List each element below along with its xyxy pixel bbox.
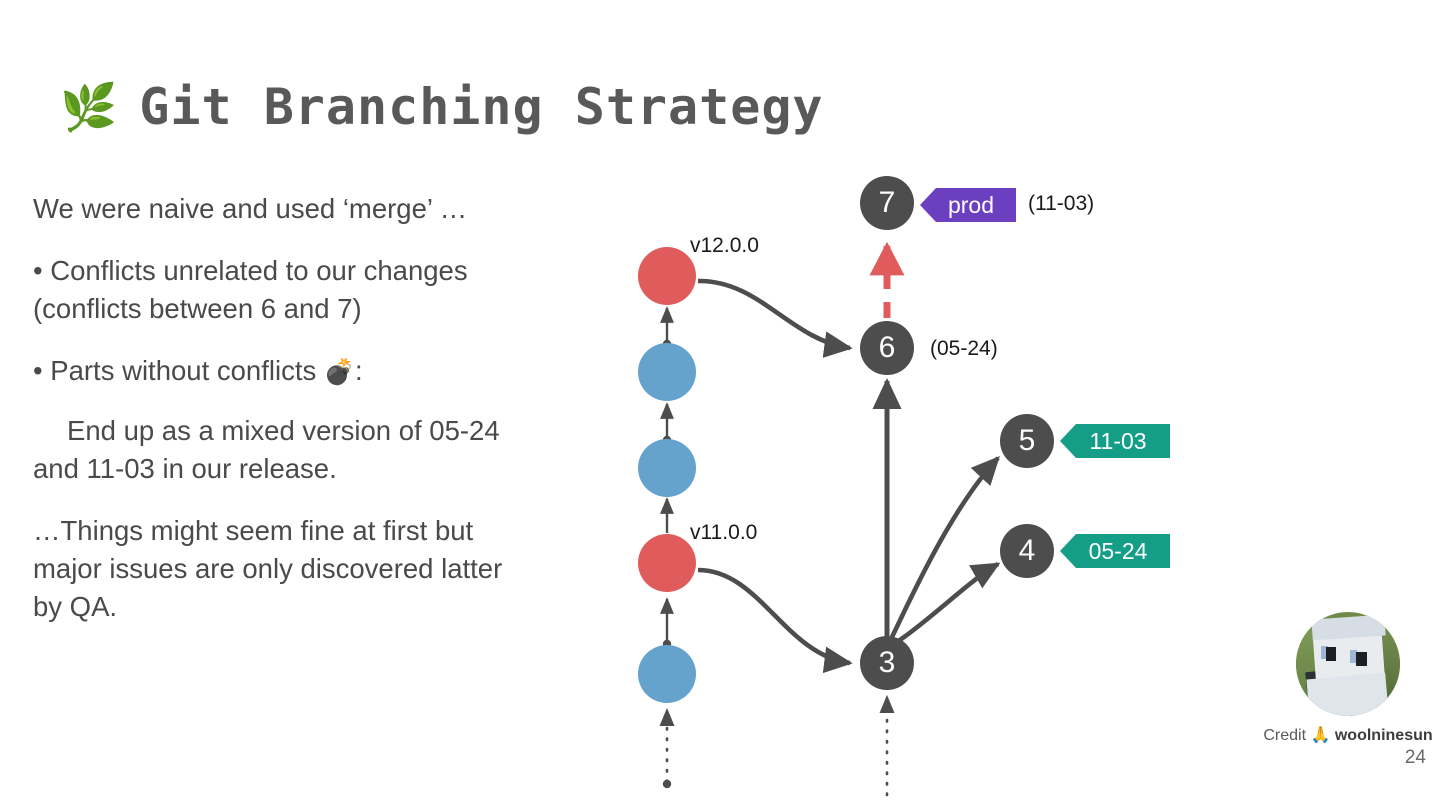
avatar-iris-right [1350,650,1358,663]
branch-tag-11-03[interactable]: 11-03 [1060,424,1170,458]
bullet-conflicts: • Conflicts unrelated to our changes (co… [33,252,633,328]
page-number: 24 [1404,747,1426,768]
commit-node-7[interactable]: 7 [860,176,914,230]
credit-line: Credit 🙏 woolninesun [1258,725,1438,745]
slide-body: We were naive and used ‘merge’ … • Confl… [33,190,633,649]
commit-node-6[interactable]: 6 [860,321,914,375]
version-label-v11: v11.0.0 [690,521,758,544]
avatar-body [1306,673,1390,716]
bullet-no-conflicts: • Parts without conflicts 💣: [33,352,633,390]
commit-node-4[interactable]: 4 [1000,524,1054,578]
annotation-node-7: (11-03) [1028,192,1095,215]
bullet-conflicts-line1: • Conflicts unrelated to our changes [33,254,468,286]
release-node-v11[interactable] [638,534,696,592]
branch-tag-prod[interactable]: prod [920,188,1016,222]
avatar-eye-left [1326,647,1336,661]
bullet-no-conflicts-prefix: • Parts without conflicts [33,354,324,386]
mixed-version-line1: End up as a mixed version of 05-24 [67,414,500,446]
commit-node-3[interactable]: 3 [860,636,914,690]
edge-3-to-5 [889,455,1000,639]
credit-block: Credit 🙏 woolninesun 24 [1258,612,1438,769]
annotation-node-6: (05-24) [930,337,998,360]
edge-v11-to-3 [697,567,853,674]
git-commit-graph: 7 6 5 4 3 v12.0.0 v11.0.0 (11-03) (05-24… [600,150,1240,800]
commit-node-blue-2[interactable] [638,343,696,401]
commit-node-5[interactable]: 5 [1000,414,1054,468]
mixed-version-line2: and 11-03 in our release. [33,452,337,484]
history-dot-left [662,779,672,789]
title-text: Git Branching Strategy [139,78,824,136]
avatar [1296,612,1400,716]
outro-paragraph: …Things might seem fine at first but maj… [33,512,633,626]
lead-paragraph: We were naive and used ‘merge’ … [33,193,468,224]
outro-line2: major issues are only discovered latter [33,552,503,584]
graph-edges [659,241,1001,797]
bullet-conflicts-line2: (conflicts between 6 and 7) [33,292,362,324]
commit-node-blue-1[interactable] [638,439,696,497]
herb-leaf-icon: 🌿 [60,81,118,133]
edge-v12-to-6 [697,278,853,358]
edge-3-to-4 [895,562,1001,644]
avatar-eye-right [1356,651,1367,667]
branch-tag-05-24[interactable]: 05-24 [1060,534,1170,568]
release-node-v12[interactable] [638,247,696,305]
version-label-v12: v12.0.0 [690,234,759,257]
credit-label: Credit [1263,727,1307,744]
mixed-version-detail: End up as a mixed version of 05-24 and 1… [33,412,633,488]
bomb-icon: 💣 [323,357,355,386]
commit-node-blue-0[interactable] [638,645,696,703]
outro-line1: …Things might seem fine at first but [33,514,474,546]
bullet-no-conflicts-suffix: : [355,354,363,386]
credit-name: woolninesun [1334,727,1433,744]
avatar-iris-left [1320,646,1329,659]
outro-line3: by QA. [33,590,118,622]
page-title: 🌿 Git Branching Strategy [60,78,824,136]
praying-hands-icon: 🙏 [1310,727,1331,744]
